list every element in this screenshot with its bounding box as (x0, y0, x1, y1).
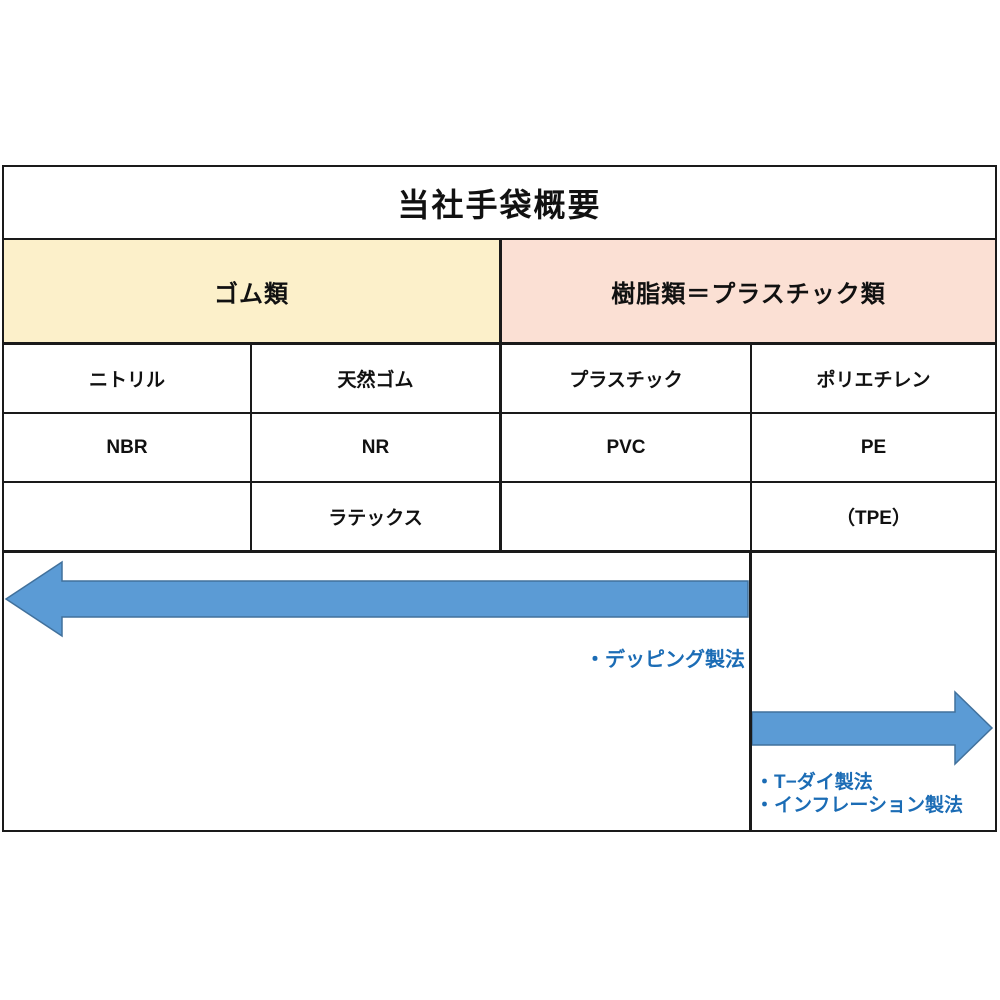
cell-extra-tpe: （TPE） (836, 508, 911, 529)
cell-material-nitrile: ニトリル (4, 345, 252, 412)
extrusion-method-cell: ・T−ダイ製法 ・インフレーション製法 (752, 553, 995, 830)
inflation-method-label: ・インフレーション製法 (755, 795, 964, 816)
category-header-plastic: 樹脂類＝プラスチック類 (502, 240, 995, 342)
dipping-left-arrow-icon (4, 560, 749, 638)
material-row: ニトリル 天然ゴム プラスチック ポリエチレン (4, 345, 995, 414)
dipping-method-label: ・デッピング製法 (585, 649, 745, 671)
cell-extra-empty-1 (4, 483, 252, 550)
category-header-row: ゴム類 樹脂類＝プラスチック類 (4, 240, 995, 345)
cell-material-polyethylene: ポリエチレン (816, 370, 931, 391)
dipping-method-cell: ・デッピング製法 (4, 553, 752, 830)
method-row: ・デッピング製法 ・T−ダイ製法 ・インフレーション製法 (4, 553, 995, 830)
cell-extra-latex: ラテックス (252, 483, 502, 550)
cell-material-plastic: プラスチック (502, 345, 752, 412)
glove-overview-table: 当社手袋概要 ゴム類 樹脂類＝プラスチック類 ニトリル 天然ゴム プラスチック … (2, 165, 997, 832)
title-row: 当社手袋概要 (4, 167, 995, 240)
extra-row: ラテックス （TPE） (4, 483, 995, 553)
cell-code-nr: NR (252, 414, 502, 481)
page-title: 当社手袋概要 (397, 186, 602, 223)
cell-extra-empty-2 (502, 483, 752, 550)
cell-code-pe: PE (860, 436, 887, 458)
code-row: NBR NR PVC PE (4, 414, 995, 483)
cell-material-natural-rubber: 天然ゴム (252, 345, 502, 412)
t-die-method-label: ・T−ダイ製法 (755, 772, 873, 793)
category-header-rubber: ゴム類 (4, 240, 502, 342)
extrusion-method-labels: ・T−ダイ製法 ・インフレーション製法 (755, 771, 963, 817)
extrusion-right-arrow-icon (752, 690, 994, 766)
cell-code-pvc: PVC (502, 414, 752, 481)
cell-code-nbr: NBR (4, 414, 252, 481)
